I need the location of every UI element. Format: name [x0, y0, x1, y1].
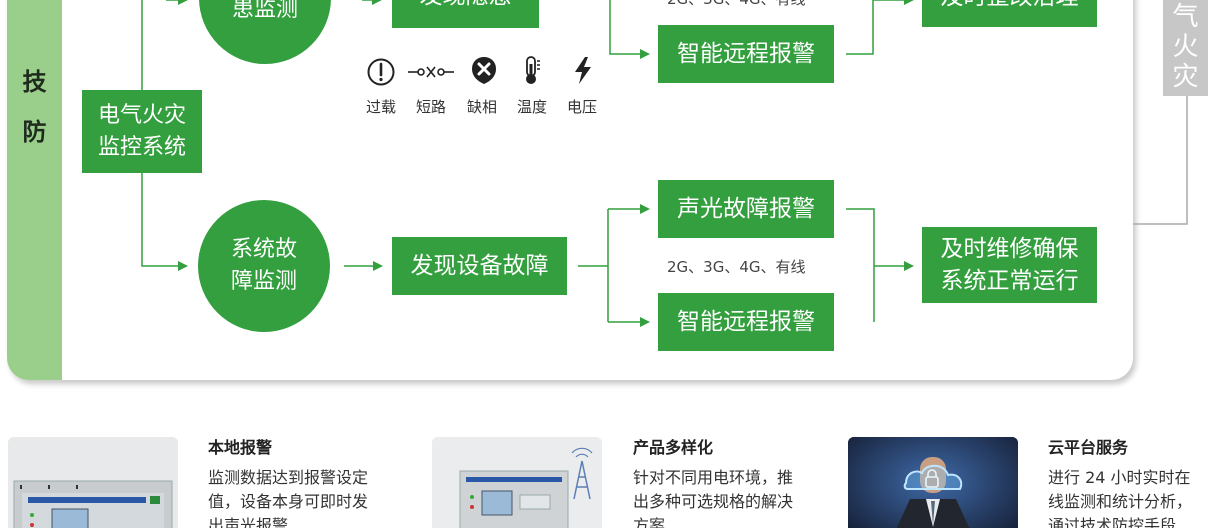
bottom-remote-alarm-box: 智能远程报警 [658, 293, 834, 351]
found-hazard-label: 发现隐患 [420, 0, 512, 12]
top-to-remote-arrow [609, 0, 650, 59]
icon-label-short: 短路 [415, 98, 446, 116]
strip-char-2: 防 [22, 118, 47, 146]
bottom-network-note: 2G、3G、4G、有线 [667, 258, 806, 276]
feature-text-1: 监测数据达到报警设定值，设备本身可即时发出声光报警 [208, 468, 369, 528]
icon-label-phase: 缺相 [466, 98, 497, 116]
found-fault-box: 发现设备故障 [392, 237, 567, 295]
top-to-result-arrow [846, 0, 914, 55]
fault-monitor-line2: 障监测 [230, 269, 297, 294]
device-photo-2 [432, 437, 602, 528]
top-remote-alarm-label: 智能远程报警 [677, 41, 815, 67]
fault-monitor-circle: 系统故 障监测 [198, 200, 330, 332]
cloud-security-image [848, 437, 1018, 528]
top-remote-alarm-box: 智能远程报警 [658, 25, 834, 83]
top-network-note: 2G、3G、4G、有线 [667, 0, 806, 9]
side-char-1: 气 [1172, 2, 1199, 32]
device-photo-1 [8, 437, 178, 528]
icon-label-temp: 温度 [516, 98, 547, 116]
system-box: 电气火灾 监控系统 [82, 90, 202, 173]
monitor-device-image [8, 437, 178, 528]
bottom-result-line1: 及时维修确保 [940, 236, 1079, 262]
top-result-label: 及时整改治理 [941, 0, 1079, 13]
feature-title-3: 云平台服务 [1048, 438, 1129, 457]
top-result-box: 及时整改治理 [922, 0, 1097, 27]
trunk-down-arrow [141, 173, 188, 271]
found-fault-label: 发现设备故障 [410, 253, 549, 279]
wireless-device-image [432, 437, 602, 528]
hazard-monitor-label: 患监测 [231, 0, 298, 22]
tech-defense-strip: 技 防 [7, 0, 62, 380]
x-badge-icon [472, 57, 496, 84]
exclamation-icon [367, 58, 395, 86]
icon-label-voltage: 电压 [566, 98, 597, 116]
bottom-merge-vertical [846, 208, 875, 322]
side-tab-connector [1133, 96, 1188, 225]
short-circuit-icon [408, 66, 454, 78]
bottom-remote-alarm-label: 智能远程报警 [677, 309, 815, 335]
side-char-2: 火 [1172, 32, 1199, 62]
diagram-panel: 技 防 [7, 0, 1133, 380]
side-tab: 气 火 灾 [1163, 0, 1208, 96]
cloud-photo [848, 437, 1018, 528]
feature-title-2: 产品多样化 [633, 438, 714, 457]
system-label-line1: 电气火灾 [97, 102, 186, 128]
bottom-result-line2: 系统正常运行 [940, 268, 1079, 294]
lightning-icon [575, 57, 591, 84]
found-hazard-box: 发现隐患 [392, 0, 539, 28]
system-label-line2: 监控系统 [97, 134, 186, 160]
fault-monitor-line1: 系统故 [230, 237, 297, 262]
sound-alarm-box: 声光故障报警 [658, 180, 834, 238]
bottom-result-box: 及时维修确保 系统正常运行 [922, 227, 1097, 303]
feature-text-3: 进行 24 小时实时在线监测和统计分析，通过技术防控手段 [1048, 468, 1193, 528]
side-char-3: 灾 [1172, 62, 1199, 92]
sound-alarm-label: 声光故障报警 [677, 196, 815, 222]
feature-title-1: 本地报警 [208, 438, 273, 457]
thermometer-icon [526, 56, 540, 84]
strip-char-1: 技 [22, 68, 47, 96]
icon-label-overload: 过载 [365, 98, 396, 116]
feature-text-2: 针对不同用电环境，推出多种可选规格的解决方案 [633, 468, 794, 528]
